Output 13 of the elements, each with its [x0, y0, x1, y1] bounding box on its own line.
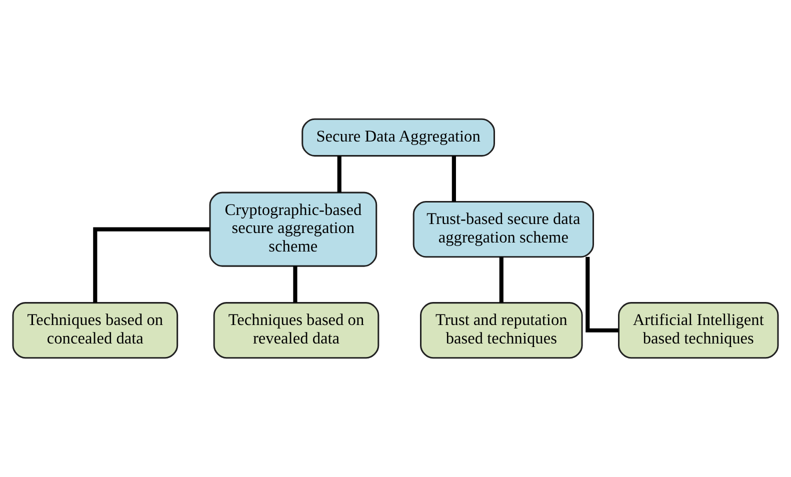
connector: [499, 256, 504, 303]
node-box: Trust-based secure data aggregation scheme: [412, 201, 594, 258]
connector: [93, 227, 210, 303]
node-box: Cryptographic-based secure aggregation scheme: [209, 192, 378, 267]
connector: [337, 156, 342, 193]
node-box: Trust and reputation based techniques: [420, 302, 583, 359]
connector: [586, 256, 618, 332]
node-box: Secure Data Aggregation: [302, 118, 496, 157]
connector: [452, 156, 456, 202]
connector: [293, 266, 298, 303]
node-box: Techniques based on revealed data: [213, 302, 380, 359]
node-box: Techniques based on concealed data: [12, 302, 178, 359]
node-box: Artificial Intelligent based techniques: [618, 302, 779, 359]
